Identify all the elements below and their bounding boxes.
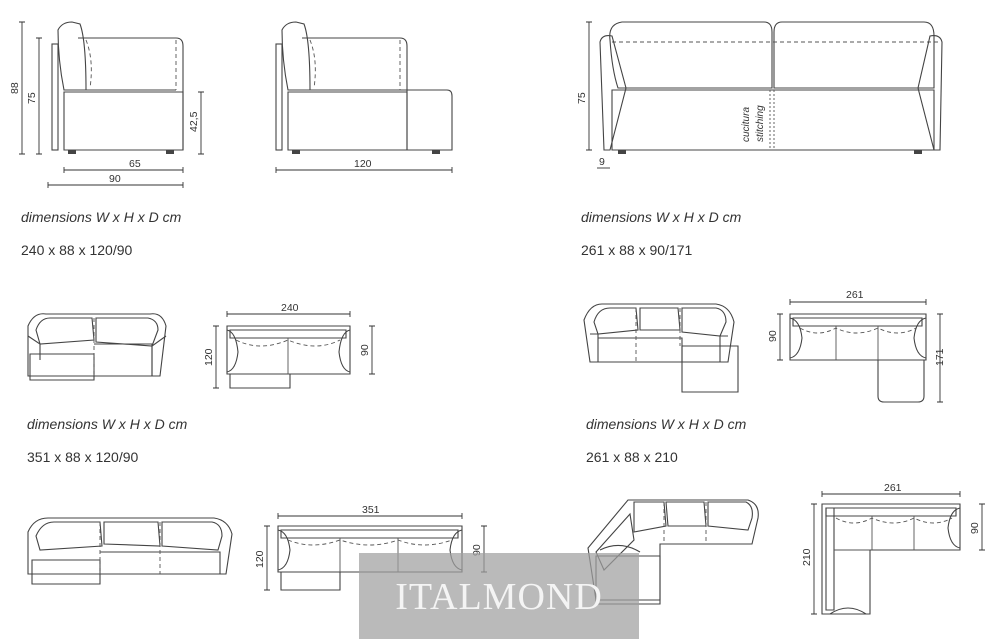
plan-corner-sofa: 261 210 90 bbox=[801, 482, 985, 615]
perspective-sofa-351 bbox=[27, 517, 233, 585]
side-view-chaise: 120 bbox=[275, 21, 453, 173]
dimensions-value-3: 351 x 88 x 120/90 bbox=[27, 449, 139, 465]
dim-total-depth: 90 bbox=[109, 173, 121, 185]
perspective-sofa-240 bbox=[27, 313, 167, 381]
dim-plan-a-depth: 90 bbox=[359, 344, 371, 356]
dim-plan-d-width: 261 bbox=[884, 482, 902, 494]
side-view-module: 88 75 42,5 65 90 bbox=[9, 21, 204, 188]
dimensions-value-2: 261 x 88 x 90/171 bbox=[581, 242, 693, 258]
dim-plan-d-side: 210 bbox=[801, 548, 813, 566]
dim-seat-height: 42,5 bbox=[188, 111, 200, 132]
plan-sofa-240: 240 120 90 bbox=[203, 302, 375, 389]
caption-dimensions-3: dimensions W x H x D cm bbox=[27, 416, 188, 432]
dim-foot-height: 9 bbox=[599, 156, 605, 168]
dim-seat-depth: 65 bbox=[129, 158, 141, 170]
dim-front-back-height: 75 bbox=[576, 92, 588, 104]
perspective-sofa-261 bbox=[583, 303, 739, 393]
caption-dimensions-2: dimensions W x H x D cm bbox=[581, 209, 742, 225]
dim-chaise-depth: 120 bbox=[354, 158, 372, 170]
dim-plan-b-chaise: 171 bbox=[934, 348, 946, 366]
dim-plan-b-width: 261 bbox=[846, 289, 864, 301]
dim-back-height: 75 bbox=[26, 92, 38, 104]
plan-sofa-261: 261 90 171 bbox=[767, 289, 946, 403]
caption-dimensions-4: dimensions W x H x D cm bbox=[586, 416, 747, 432]
dim-total-height: 88 bbox=[9, 82, 21, 94]
dimensions-value-1: 240 x 88 x 120/90 bbox=[21, 242, 133, 258]
stitching-label-it: cucitura bbox=[741, 107, 752, 142]
front-view-sofa: 75 9 cucitura stitching bbox=[576, 21, 943, 169]
dim-plan-c-depth: 90 bbox=[471, 544, 483, 556]
dim-plan-a-width: 240 bbox=[281, 302, 299, 314]
dimensions-value-4: 261 x 88 x 210 bbox=[586, 449, 678, 465]
dim-plan-b-depth: 90 bbox=[767, 330, 779, 342]
stitching-label-en: stitching bbox=[755, 105, 766, 142]
watermark-text: ITALMOND bbox=[395, 576, 603, 618]
dim-plan-c-chaise: 120 bbox=[254, 550, 266, 568]
dim-plan-d-depth: 90 bbox=[969, 522, 981, 534]
caption-dimensions-1: dimensions W x H x D cm bbox=[21, 209, 182, 225]
dim-plan-a-chaise: 120 bbox=[203, 348, 215, 366]
watermark: ITALMOND bbox=[359, 553, 639, 639]
dim-plan-c-width: 351 bbox=[362, 504, 380, 516]
